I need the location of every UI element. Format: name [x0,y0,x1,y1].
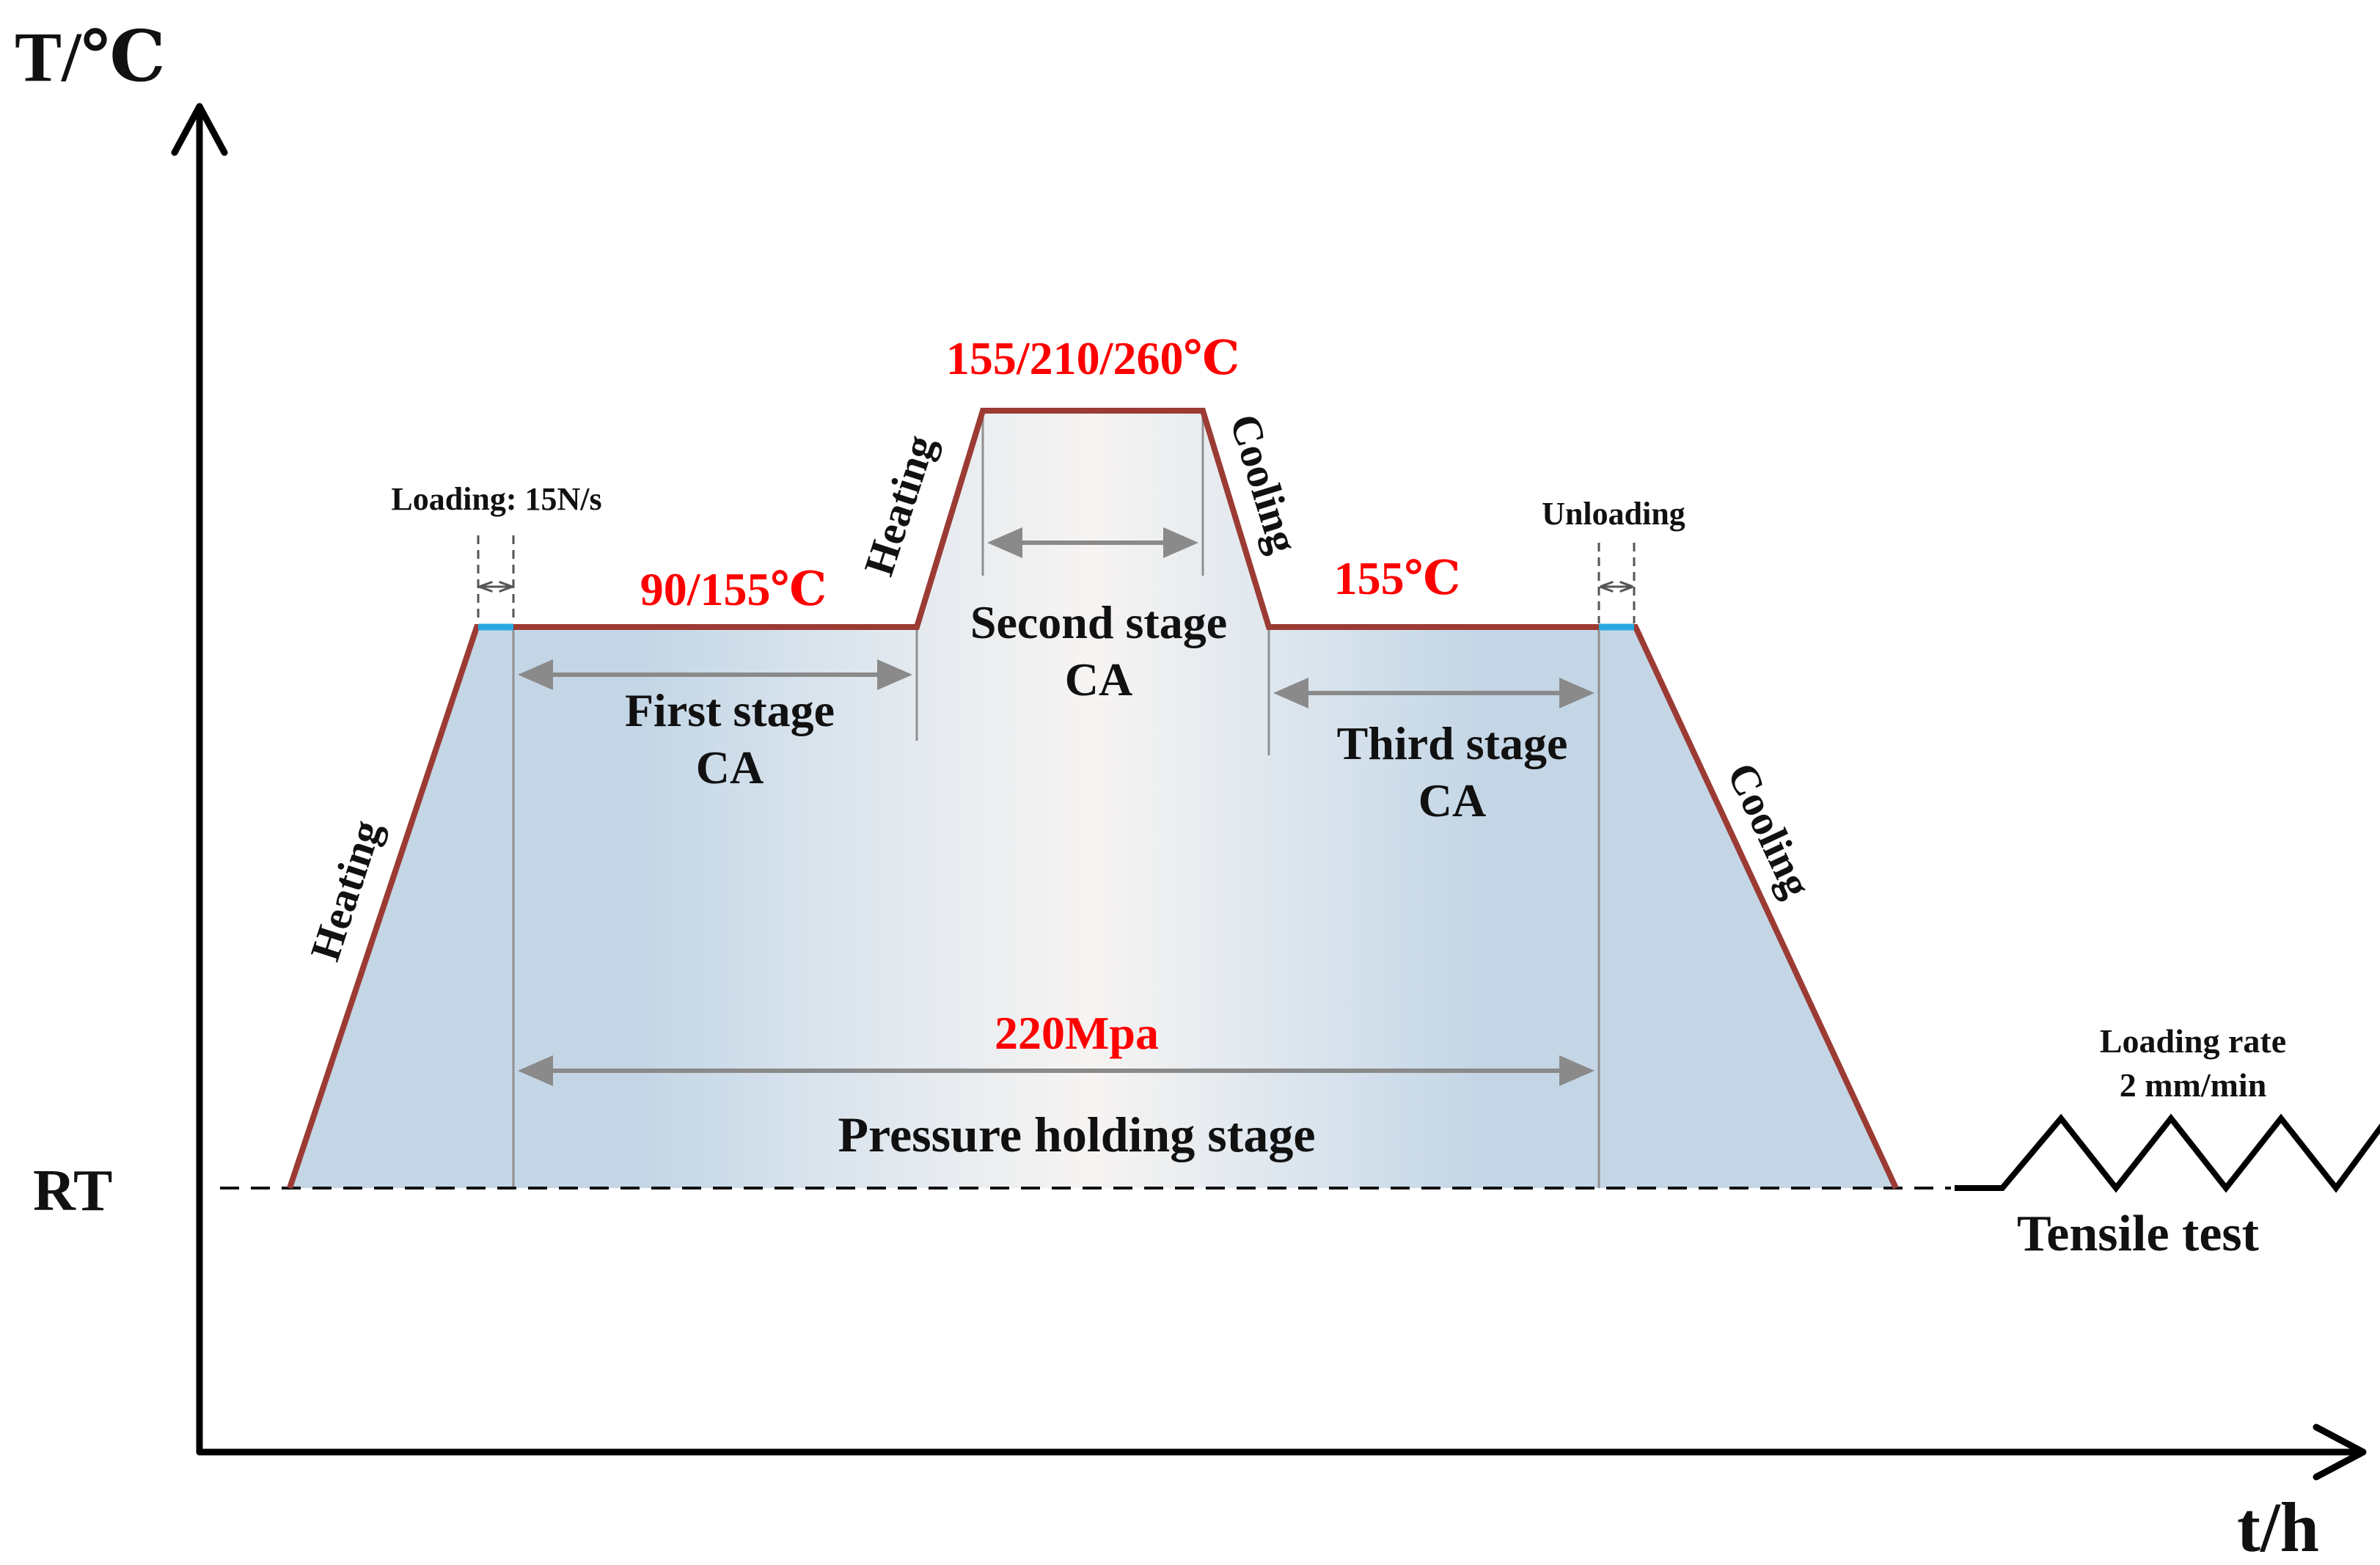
heating-label-2: Heating [854,429,945,581]
x-axis-label: t/h [2237,1488,2319,1565]
process-area [290,411,1896,1188]
temperature-profile [287,408,1899,1190]
pressure-stage-label: Pressure holding stage [838,1107,1315,1162]
second-stage-label-line1: Second stage [970,596,1227,648]
pressure-value: 220Mpa [995,1007,1159,1059]
x-axis-arrowhead [2313,1423,2367,1481]
stage-guides [512,411,1600,1188]
loading-rate-line2: 2 mm/min [2120,1066,2267,1104]
rt-label: RT [33,1159,112,1223]
loading-rate-line1: Loading rate [2100,1022,2286,1060]
y-axis-label: T/℃ [15,18,166,96]
axes [171,103,2367,1481]
third-stage-label-line1: Third stage [1337,717,1568,769]
loading-marker [477,535,515,623]
unloading-marker [1597,543,1636,623]
tensile-zigzag [1955,1113,2380,1193]
y-axis-arrowhead [171,103,228,156]
second-stage-label-line2: CA [1065,653,1132,705]
stage-arrows [518,527,1594,1086]
temp-label-3: 155℃ [1334,552,1461,604]
temp-label-2: 155/210/260℃ [946,332,1240,384]
tensile-test-label: Tensile test [2017,1206,2259,1262]
loading-label: Loading: 15N/s [391,481,601,517]
first-stage-label-line2: CA [696,741,764,794]
temp-label-1: 90/155℃ [640,563,827,615]
unloading-label: Unloading [1542,496,1685,532]
first-stage-label-line1: First stage [625,684,835,736]
third-stage-label-line2: CA [1418,774,1486,827]
